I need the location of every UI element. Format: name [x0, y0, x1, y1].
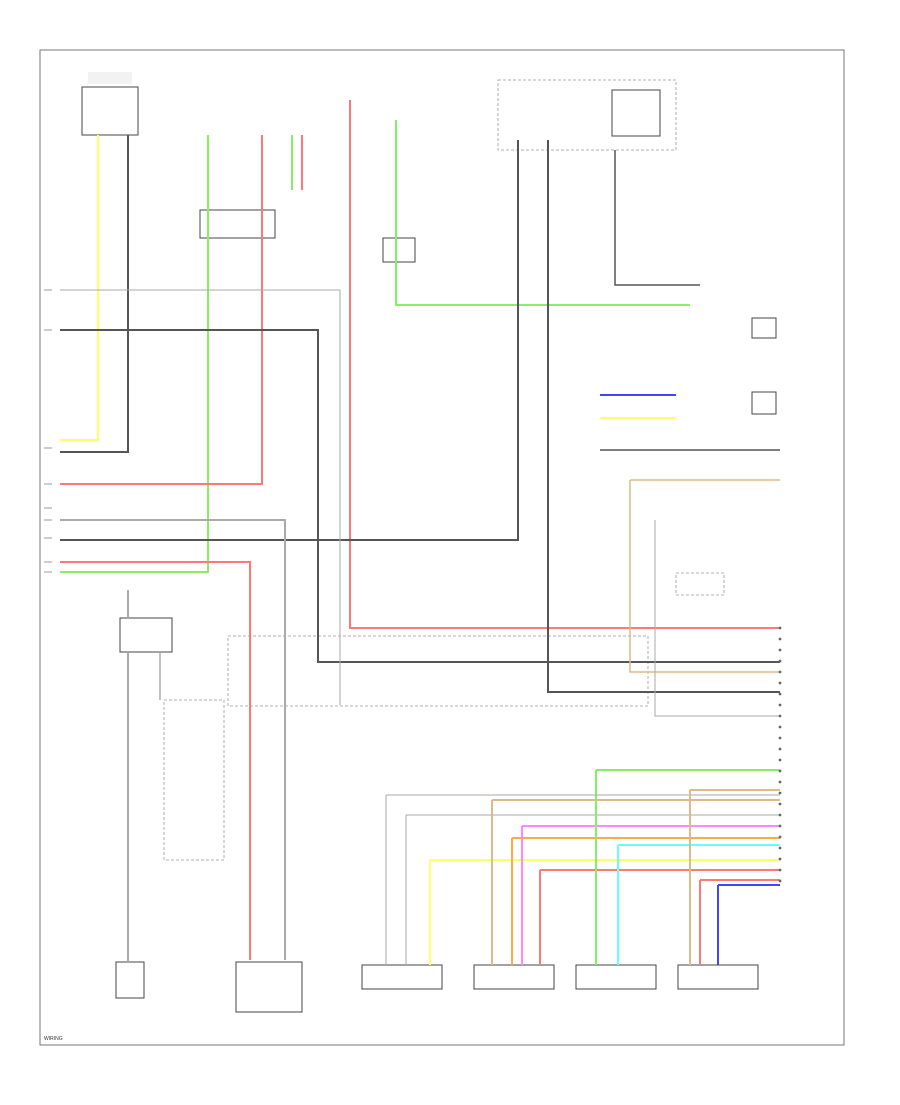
- relay-coil-box: [751, 317, 777, 339]
- connector-pin: [778, 846, 782, 850]
- connector-pin: [778, 659, 782, 663]
- wire-red-12: [60, 561, 251, 960]
- bottom-sensor-2: [235, 961, 303, 1013]
- connector-pin: [778, 802, 782, 806]
- top-right-dash-box: [497, 79, 677, 151]
- bottom-sensor-1: [115, 961, 145, 999]
- relay-box-small: [382, 237, 416, 263]
- instrument-unit-box: [119, 617, 173, 653]
- connector-pin: [778, 648, 782, 652]
- wire-group: [60, 100, 780, 965]
- connector-pin: [778, 769, 782, 773]
- footer-code: WIRING: [44, 1036, 63, 1042]
- connector-pin: [778, 791, 782, 795]
- wire-grey-20: [654, 520, 780, 717]
- connector-pin: [778, 780, 782, 784]
- top-component-left-label: [88, 72, 132, 84]
- diagram-frame: [39, 49, 845, 1046]
- fuse-box-right: [675, 572, 725, 596]
- connector-pin: [778, 714, 782, 718]
- wire-green-2: [60, 135, 209, 573]
- wire-black-8: [60, 140, 519, 541]
- wire-green-7: [395, 120, 690, 306]
- speaker-box-3: [575, 964, 657, 990]
- speaker-box-4: [677, 964, 759, 990]
- connector-pin: [778, 824, 782, 828]
- right-connector-pins: [778, 626, 782, 883]
- relay-coil-box-2: [751, 391, 777, 415]
- mid-connector-box: [199, 209, 276, 239]
- connector-pin: [778, 813, 782, 817]
- connector-pin: [778, 626, 782, 630]
- wire-yellow-0: [60, 135, 99, 441]
- wire-black-10: [614, 150, 700, 286]
- connector-pin: [778, 681, 782, 685]
- wire-red-3: [60, 135, 263, 485]
- connector-pin: [778, 868, 782, 872]
- connector-pin: [778, 692, 782, 696]
- wire-red-6: [349, 100, 780, 629]
- connector-pin: [778, 725, 782, 729]
- connector-pin: [778, 879, 782, 883]
- connector-pin: [778, 703, 782, 707]
- connector-pin: [778, 835, 782, 839]
- speaker-box-1: [361, 964, 443, 990]
- connector-pin: [778, 637, 782, 641]
- top-component-left: [81, 86, 139, 136]
- mid-dash-box: [227, 635, 649, 707]
- connector-pin: [778, 857, 782, 861]
- wire-black-11: [60, 329, 780, 663]
- connector-pin: [778, 670, 782, 674]
- wire-black-9: [547, 140, 780, 693]
- wire-black-1: [60, 135, 129, 453]
- top-right-component-box: [611, 89, 661, 137]
- wire-grey-13: [60, 519, 286, 960]
- lower-left-dash-box: [163, 699, 225, 861]
- connector-pin: [778, 747, 782, 751]
- wire-tan-19: [629, 480, 780, 673]
- connector-pin: [778, 758, 782, 762]
- left-terminal-marks: [44, 289, 52, 573]
- wire-grey-14: [60, 289, 341, 705]
- speaker-box-2: [473, 964, 555, 990]
- connector-pin: [778, 736, 782, 740]
